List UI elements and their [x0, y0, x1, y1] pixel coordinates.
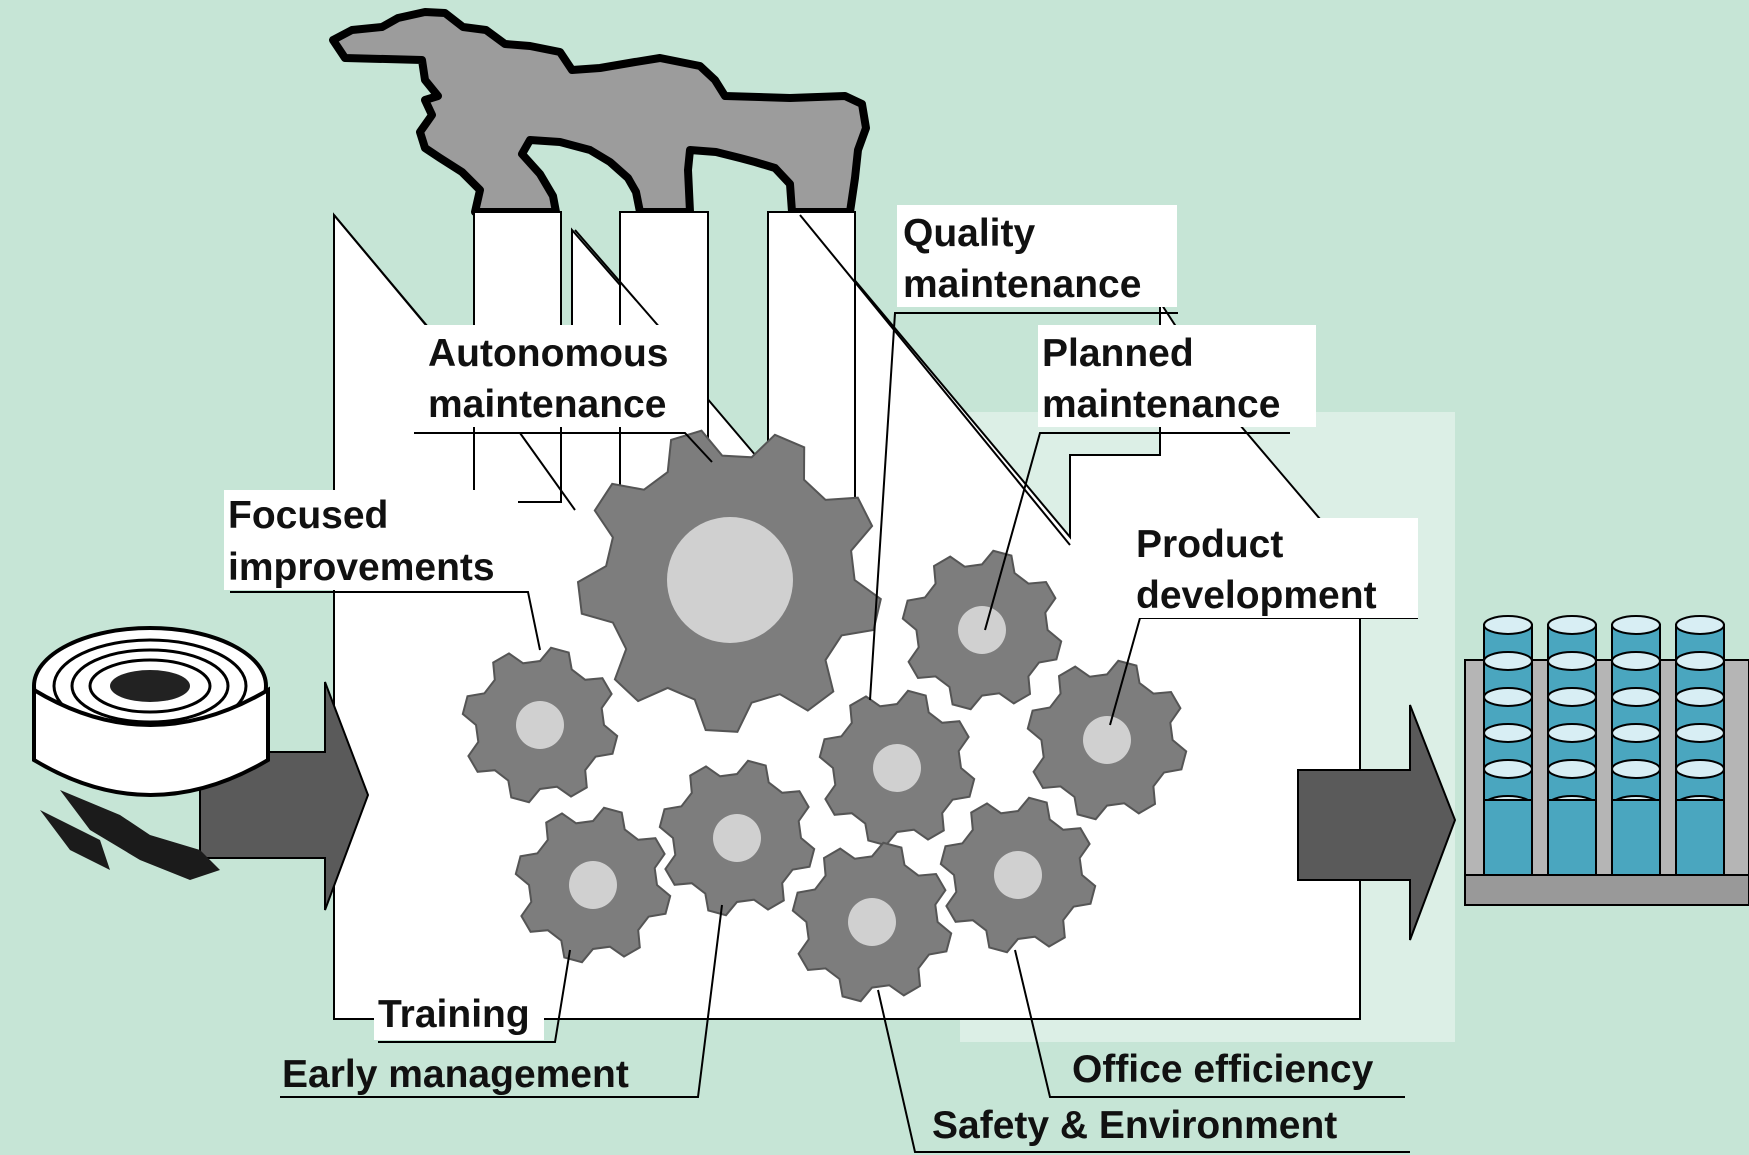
label-autonomous-line2: maintenance — [428, 383, 666, 426]
label-planned-line2: maintenance — [1042, 383, 1280, 426]
label-product-line1: Product — [1136, 523, 1283, 566]
output-arrow-icon — [1297, 704, 1457, 941]
can-lid — [1675, 759, 1725, 779]
label-training: Training — [378, 993, 530, 1036]
gear-early-hub — [713, 814, 761, 862]
gear-planned-hub — [958, 606, 1006, 654]
can-lid — [1547, 651, 1597, 671]
smoke-cloud-icon — [329, 8, 870, 216]
gear-training-hub — [569, 861, 617, 909]
label-quality-line2: maintenance — [903, 263, 1141, 306]
can-lid — [1483, 759, 1533, 779]
can-lid — [1547, 687, 1597, 707]
can-body-base — [1483, 799, 1533, 876]
can-lid — [1675, 615, 1725, 635]
label-focused-line2: improvements — [228, 546, 495, 589]
can-lid — [1611, 723, 1661, 743]
can-lid — [1483, 651, 1533, 671]
label-product-line2: development — [1136, 574, 1377, 617]
can-body-base — [1675, 799, 1725, 876]
label-planned-line1: Planned — [1042, 332, 1194, 375]
can-lid — [1675, 687, 1725, 707]
label-safety-environment: Safety & Environment — [932, 1104, 1337, 1147]
label-focused-line1: Focused — [228, 494, 388, 537]
gear-focused-hub — [516, 701, 564, 749]
gear-product-hub — [1083, 716, 1131, 764]
can-body-base — [1547, 799, 1597, 876]
can-lid — [1483, 615, 1533, 635]
can-lid — [1611, 651, 1661, 671]
can-lid — [1483, 723, 1533, 743]
label-autonomous-line1: Autonomous — [428, 332, 668, 375]
can-lid — [1483, 687, 1533, 707]
gear-large-hub — [667, 517, 793, 643]
can-body-base — [1611, 799, 1661, 876]
gear-office-hub — [994, 851, 1042, 899]
gear-center-hub — [873, 744, 921, 792]
can-lid — [1547, 723, 1597, 743]
labels: Autonomous maintenance Quality maintenan… — [224, 205, 1418, 1147]
can-lid — [1675, 723, 1725, 743]
label-early-management: Early management — [282, 1053, 629, 1096]
gears-group — [461, 429, 1188, 1003]
can-lid — [1611, 687, 1661, 707]
gear-safety-hub — [848, 898, 896, 946]
cans-product-icon — [1464, 615, 1749, 906]
can-lid — [1611, 615, 1661, 635]
label-office-efficiency: Office efficiency — [1072, 1048, 1374, 1091]
can-lid — [1675, 651, 1725, 671]
can-lid — [1547, 615, 1597, 635]
can-lid — [1547, 759, 1597, 779]
steel-coil-icon — [32, 626, 270, 880]
can-lid — [1611, 759, 1661, 779]
input-arrow-icon — [199, 681, 370, 911]
label-quality-line1: Quality — [903, 212, 1036, 255]
